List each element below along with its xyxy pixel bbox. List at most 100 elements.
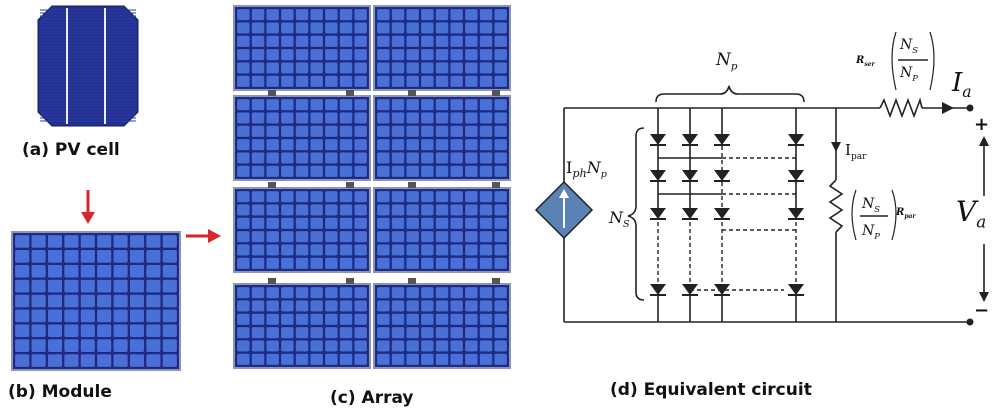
solar-cell bbox=[493, 21, 508, 35]
rpar-paren-left bbox=[851, 189, 857, 241]
solar-cell bbox=[420, 61, 435, 75]
panel-connector bbox=[268, 90, 276, 96]
solar-cell bbox=[63, 249, 80, 264]
solar-cell bbox=[47, 249, 63, 264]
array-panel bbox=[373, 187, 511, 273]
solar-cell bbox=[449, 75, 464, 88]
diode-icon bbox=[650, 208, 666, 219]
solar-cell bbox=[236, 299, 251, 313]
solar-cell bbox=[324, 21, 339, 35]
solar-cell bbox=[162, 264, 178, 279]
solar-cell bbox=[435, 35, 449, 48]
solar-cell bbox=[353, 125, 368, 138]
solar-cell bbox=[391, 326, 405, 339]
solar-cell bbox=[449, 339, 464, 353]
solar-cell bbox=[391, 75, 405, 88]
solar-cell bbox=[464, 125, 479, 138]
solar-cell bbox=[464, 230, 479, 243]
solar-cell bbox=[493, 230, 508, 243]
solar-cell bbox=[251, 98, 265, 111]
solar-cell bbox=[493, 75, 508, 88]
solar-cell bbox=[96, 264, 112, 279]
solar-cell bbox=[324, 190, 339, 203]
solar-cell bbox=[309, 61, 324, 75]
solar-cell bbox=[280, 230, 295, 243]
label-ia: Ia bbox=[952, 68, 972, 102]
solar-cell bbox=[449, 35, 464, 48]
solar-cell bbox=[14, 353, 30, 368]
solar-cell bbox=[280, 326, 295, 339]
solar-cell bbox=[449, 111, 464, 125]
solar-cell bbox=[251, 35, 265, 48]
solar-cell bbox=[145, 234, 162, 249]
solar-cell bbox=[420, 313, 435, 326]
solar-cell bbox=[324, 98, 339, 111]
solar-cell bbox=[251, 217, 265, 230]
panel-connector bbox=[408, 278, 416, 284]
solar-cell bbox=[420, 230, 435, 243]
solar-cell bbox=[295, 313, 309, 326]
solar-cell bbox=[493, 257, 508, 270]
solar-cell bbox=[435, 230, 449, 243]
solar-cell bbox=[324, 125, 339, 138]
solar-cell bbox=[265, 111, 280, 125]
rser-paren-left bbox=[891, 31, 897, 91]
solar-cell bbox=[493, 35, 508, 48]
panel-connector bbox=[408, 90, 416, 96]
solar-cell bbox=[420, 111, 435, 125]
solar-cell bbox=[236, 203, 251, 217]
solar-cell bbox=[280, 353, 295, 366]
solar-cell bbox=[63, 338, 80, 353]
solar-cell bbox=[145, 294, 162, 308]
label-source-current: IphNp bbox=[566, 158, 607, 181]
solar-cell bbox=[464, 286, 479, 299]
solar-cell bbox=[96, 279, 112, 294]
label-va: Va bbox=[956, 195, 987, 232]
solar-cell bbox=[420, 151, 435, 165]
solar-cell bbox=[14, 323, 30, 338]
solar-cell bbox=[129, 249, 145, 264]
solar-cell bbox=[391, 8, 405, 21]
solar-cell bbox=[479, 48, 493, 61]
solar-cell bbox=[324, 61, 339, 75]
solar-cell bbox=[493, 48, 508, 61]
panel-connector bbox=[492, 278, 500, 284]
solar-cell bbox=[80, 279, 96, 294]
solar-cell bbox=[295, 299, 309, 313]
solar-cell bbox=[324, 48, 339, 61]
solar-cell bbox=[405, 203, 420, 217]
solar-cell bbox=[479, 257, 493, 270]
solar-cell bbox=[339, 8, 353, 21]
solar-cell bbox=[112, 323, 129, 338]
solar-cell bbox=[479, 353, 493, 366]
solar-cell bbox=[405, 98, 420, 111]
solar-cell bbox=[236, 286, 251, 299]
rpar-ratio-den: NP bbox=[862, 223, 880, 241]
label-rser: Rser bbox=[856, 55, 875, 68]
array-panel bbox=[373, 95, 511, 181]
solar-cell bbox=[129, 338, 145, 353]
array-panel bbox=[233, 187, 371, 273]
solar-cell bbox=[236, 8, 251, 21]
solar-cell bbox=[265, 165, 280, 178]
solar-cell bbox=[376, 217, 391, 230]
solar-cell bbox=[339, 230, 353, 243]
solar-cell bbox=[30, 338, 47, 353]
solar-cell bbox=[464, 21, 479, 35]
solar-cell bbox=[309, 230, 324, 243]
solar-cell bbox=[435, 353, 449, 366]
solar-cell bbox=[339, 138, 353, 151]
solar-cell bbox=[479, 326, 493, 339]
solar-cell bbox=[295, 190, 309, 203]
solar-cell bbox=[265, 353, 280, 366]
solar-cell bbox=[265, 151, 280, 165]
solar-cell bbox=[295, 111, 309, 125]
solar-cell bbox=[295, 243, 309, 257]
solar-cell bbox=[236, 230, 251, 243]
solar-cell bbox=[112, 308, 129, 323]
solar-cell bbox=[324, 339, 339, 353]
solar-cell bbox=[236, 165, 251, 178]
solar-cell bbox=[353, 257, 368, 270]
solar-cell bbox=[449, 203, 464, 217]
solar-cell bbox=[295, 8, 309, 21]
